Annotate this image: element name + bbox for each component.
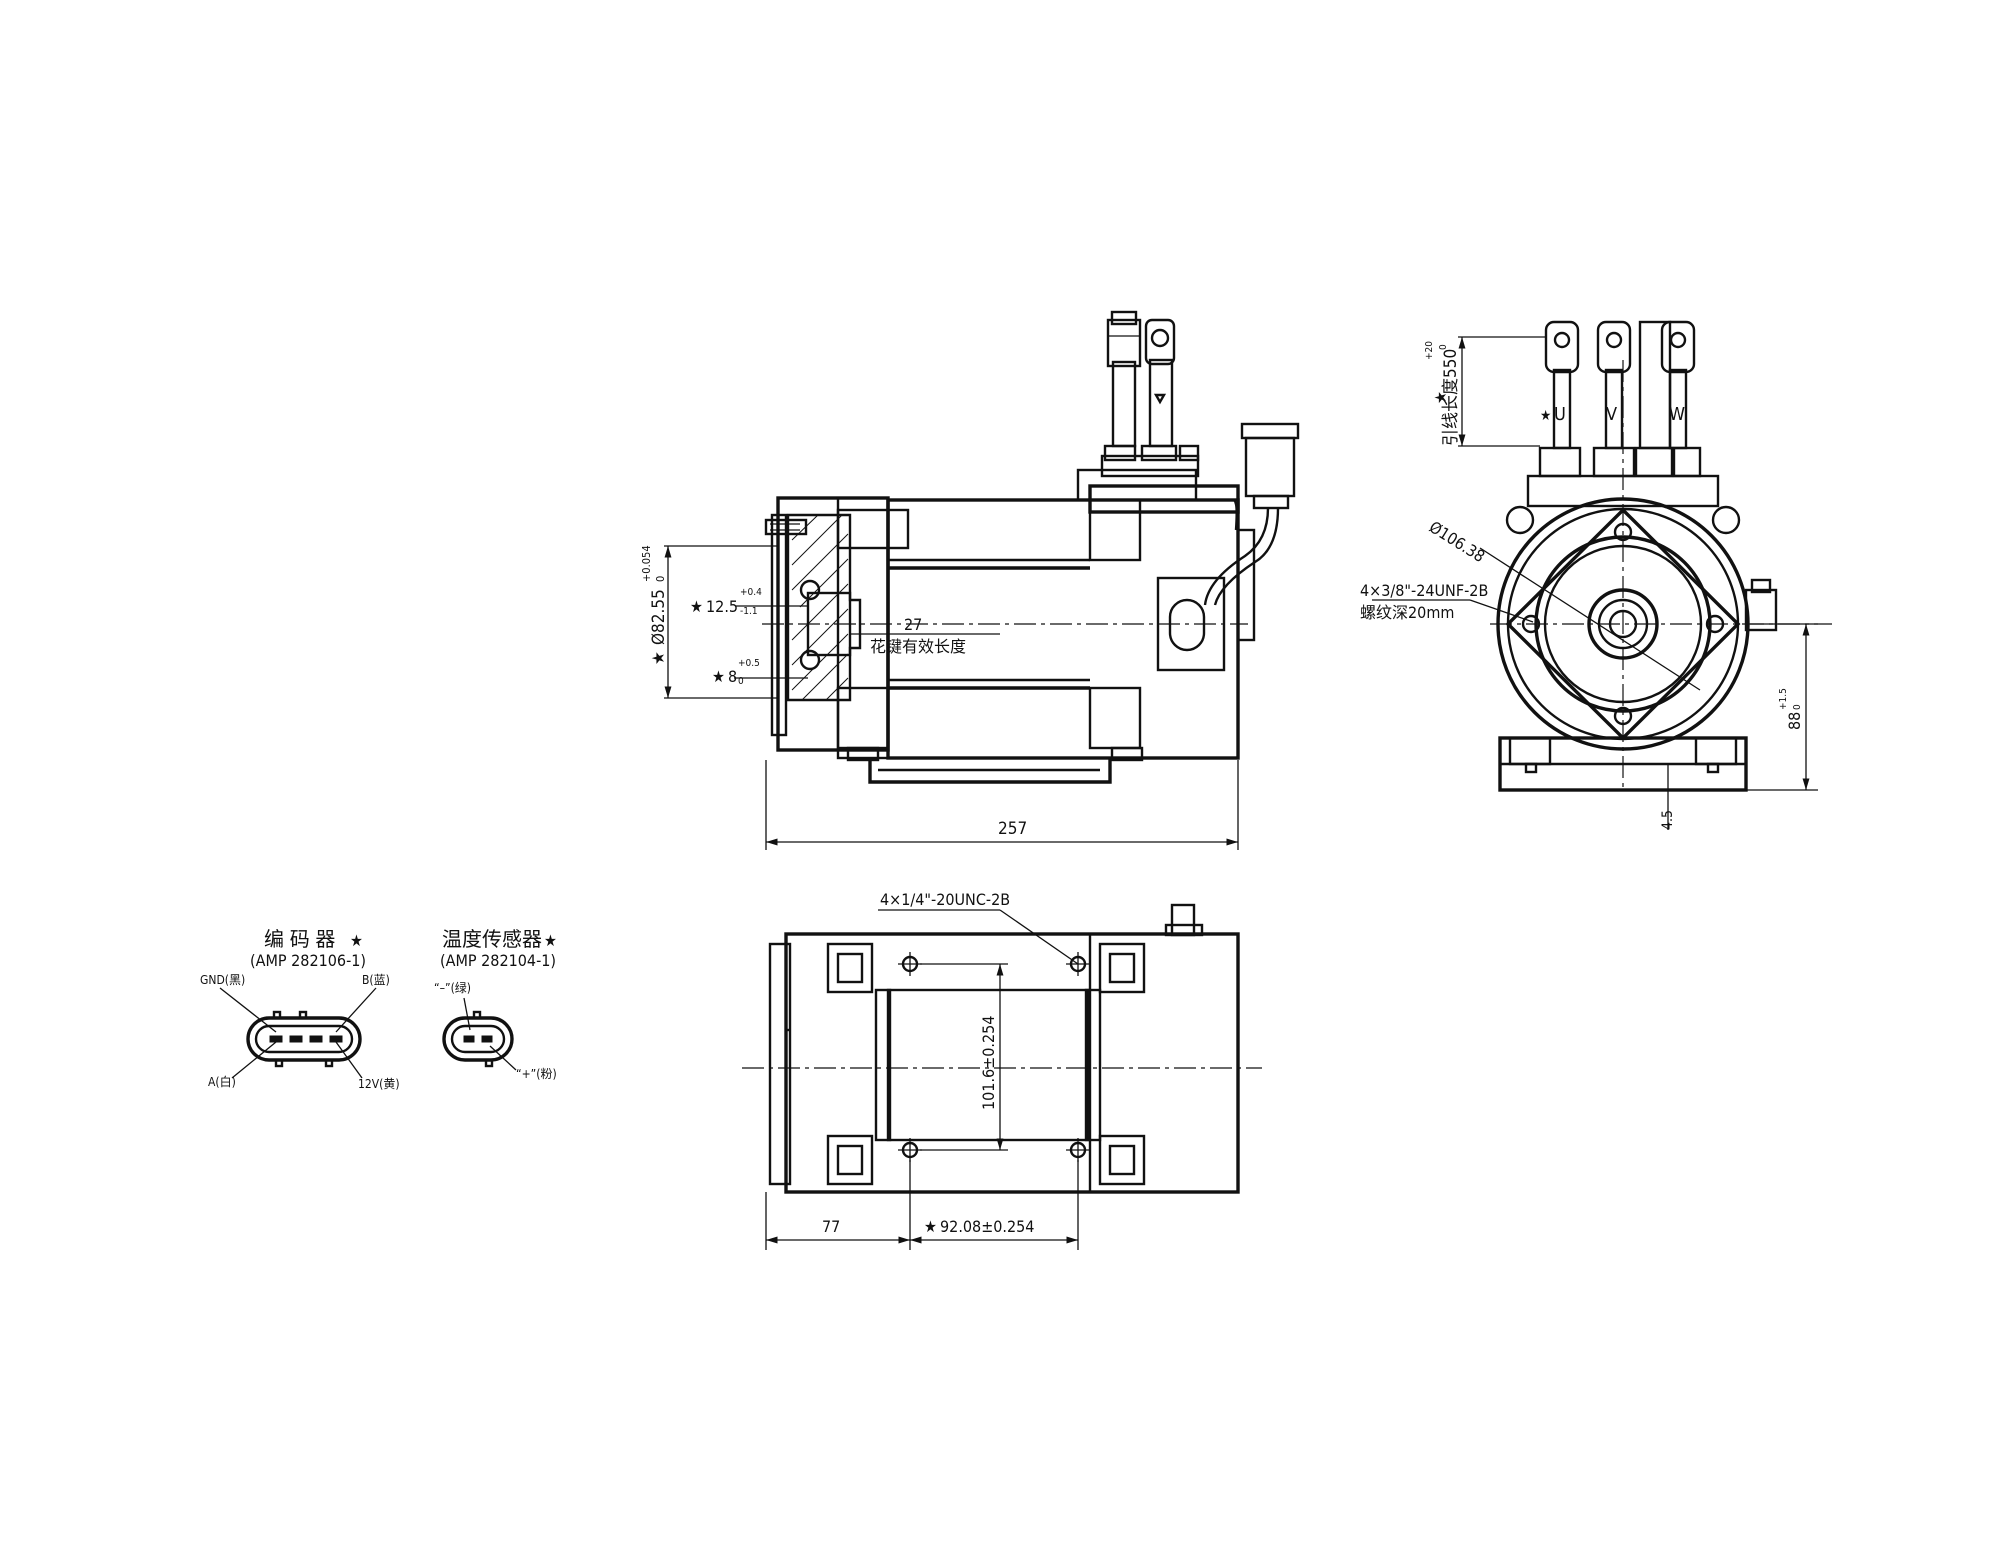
key-dim-tol-lower: 0 [738, 676, 744, 687]
cable-clamp [1156, 576, 1226, 672]
power-lead-terminals [1106, 310, 1176, 448]
thread-depth-label: 螺纹深20mm [1360, 603, 1454, 622]
end-housing [1496, 497, 1750, 751]
star-mark: ★ [690, 597, 703, 616]
shaft-diameter-tol-upper: +0.054 [640, 545, 653, 582]
bottom-feet [826, 942, 1146, 1186]
mount-spacing-x-label: 92.08±0.254 [940, 1217, 1034, 1236]
mount-thread-callout: 4×1/4"-20UNC-2B [878, 890, 1079, 965]
shaft-offset-tol-lower: -1.1 [740, 606, 758, 617]
shaft-bore [806, 591, 852, 657]
encoder-connector: 编 码 器 ★ (AMP 282106-1) GND(黑) B(蓝) A(白) … [200, 927, 400, 1091]
overall-length-label: 257 [998, 819, 1027, 839]
center-height-tol-lower: 0 [1792, 704, 1803, 710]
mount-offset-x-label: 77 [822, 1217, 840, 1236]
main-housing [886, 498, 1240, 760]
temp-sensor-title: 温度传感器 [442, 927, 542, 951]
spline-length-label: 27 [904, 615, 922, 634]
star-mark: ★ [1540, 408, 1551, 424]
thread-spec-label: 4×3/8"-24UNF-2B [1360, 581, 1488, 600]
terminal-block [1100, 454, 1200, 478]
end-bore-label: Ø106.38 [1426, 517, 1488, 566]
thread-callout: 4×3/8"-24UNF-2B 螺纹深20mm [1360, 581, 1534, 623]
shaft-offset-tol-upper: +0.4 [740, 587, 762, 598]
lead-length-label: 引线长度550 [1441, 349, 1461, 446]
cable-glands [1103, 444, 1200, 462]
encoder-part: (AMP 282106-1) [250, 951, 366, 970]
center-height-label: 88 [1785, 712, 1804, 730]
shaft-diameter-label: Ø82.55 [649, 589, 669, 645]
star-mark: ★ [544, 931, 557, 950]
overall-length-dim: 257 [765, 760, 1239, 850]
temp-sensor-plug [442, 1016, 514, 1062]
mount-spacing-y-label: 101.6±0.254 [979, 1016, 998, 1110]
bottom-housing [784, 932, 1240, 1194]
phase-v-label: V [1606, 404, 1617, 425]
end-bore-circle [1534, 535, 1712, 713]
shaft-offset-dim: ★ 12.5 +0.4 -1.1 [690, 587, 808, 617]
lead-tol-lower: 0 [1438, 344, 1449, 350]
key-dim: ★ 8 +0.5 0 [712, 658, 808, 687]
phase-u-label: U [1554, 404, 1566, 425]
end-lead-terminals [1544, 320, 1696, 450]
key-dim-label: 8 [728, 667, 737, 686]
key-dim-tol-upper: +0.5 [738, 658, 760, 669]
encoder-pin-a: A(白) [208, 1074, 236, 1089]
foot-thickness-dim: 4.5 [1660, 764, 1676, 830]
side-view: ★ Ø82.55 +0.054 0 ★ 12.5 +0.4 -1.1 ★ 8 +… [640, 310, 1300, 850]
center-height-tol-upper: +1.5 [1778, 688, 1789, 710]
spline-note: 花键有效长度 [870, 637, 966, 656]
mount-holes [898, 952, 1090, 1162]
center-height-dim: 88 +1.5 0 [1746, 623, 1818, 791]
mount-thread-label: 4×1/4"-20UNC-2B [880, 890, 1010, 909]
end-view: U ★ V W ★ 引线长度550 +20 0 Ø106.38 [1360, 320, 1832, 830]
end-cable-glands [1538, 446, 1702, 478]
star-mark: ★ [712, 667, 725, 686]
lead-tol-upper: +20 [1424, 341, 1435, 360]
encoder-title: 编 码 器 [264, 927, 335, 951]
end-shaft [1587, 588, 1659, 660]
star-mark: ★ [350, 931, 363, 950]
temp-sensor-connector: 温度传感器 ★ (AMP 282104-1) “–”(绿) “+”(粉) [434, 927, 557, 1081]
star-mark: ★ [1431, 391, 1450, 404]
mount-offset-dims: 77 ★ 92.08±0.254 [765, 1160, 1079, 1250]
end-mount-holes [1521, 522, 1725, 726]
encoder-pin-b: B(蓝) [362, 973, 390, 987]
star-mark: ★ [649, 651, 669, 665]
temp-sensor-pin-neg: “–”(绿) [434, 980, 471, 995]
temp-sensor-pin-pos: “+”(粉) [516, 1067, 557, 1081]
shaft-diameter-tol-lower: 0 [654, 576, 667, 582]
mount-plate [886, 988, 1090, 1142]
foot-thickness-label: 4.5 [1660, 810, 1676, 830]
bottom-view: 4×1/4"-20UNC-2B 101.6±0.254 77 ★ 92.08±0… [742, 890, 1262, 1250]
temp-sensor-part: (AMP 282104-1) [440, 951, 556, 970]
shaft-diameter-dim: ★ Ø82.55 +0.054 0 [640, 545, 778, 699]
side-foot [868, 758, 1112, 784]
encoder-pin-gnd: GND(黑) [200, 973, 245, 987]
encoder-pin-12v: 12V(黄) [358, 1077, 400, 1091]
spline-length-dim: 27 花键有效长度 [850, 615, 1000, 656]
lead-length-dim: ★ 引线长度550 +20 0 [1424, 336, 1546, 447]
mount-spacing-y-dim: 101.6±0.254 [920, 963, 1008, 1151]
side-connector [1203, 422, 1300, 606]
star-mark: ★ [924, 1217, 937, 1236]
shaft-offset-label: 12.5 [706, 597, 738, 616]
phase-w-label: W [1669, 404, 1685, 425]
